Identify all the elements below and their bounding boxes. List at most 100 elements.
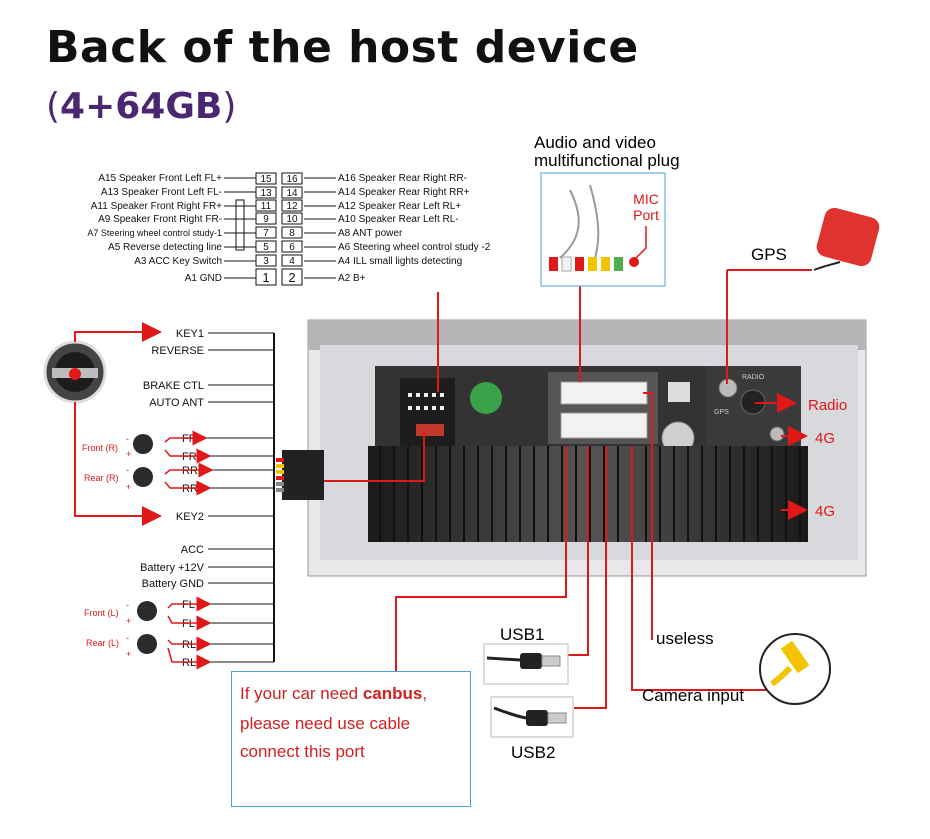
pin-number: 16 xyxy=(286,174,298,185)
pin-right-label: A6 Steering wheel control study -2 xyxy=(338,242,491,253)
connection-lines xyxy=(324,269,812,709)
camera-rca-icon xyxy=(759,633,831,705)
pin-number: 4 xyxy=(289,256,295,267)
pin-number: 13 xyxy=(260,188,272,199)
pin-number: 9 xyxy=(263,214,269,225)
harness-label: KEY2 xyxy=(176,511,204,523)
pin-left-label: A11 Speaker Front Right FR+ xyxy=(91,201,222,212)
camera-input-label: Camera input xyxy=(642,686,744,705)
pin-right-label: A16 Speaker Rear Right RR- xyxy=(338,173,467,184)
harness-label: FL + xyxy=(182,618,204,630)
speaker-icon xyxy=(137,634,157,654)
mic-port-label: MIC xyxy=(633,191,659,207)
mic-port-label: Port xyxy=(633,207,659,223)
canbus-line-3: connect this port xyxy=(240,742,365,761)
speaker-label: Front (R) xyxy=(82,443,118,453)
polarity-plus: + xyxy=(126,649,131,659)
speaker-icon xyxy=(133,467,153,487)
rca-plug-bundle-icon xyxy=(549,184,639,272)
polarity-plus: + xyxy=(126,449,131,459)
pin-number: 2 xyxy=(288,270,295,285)
radio-label: Radio xyxy=(808,397,847,414)
harness-label: RL - xyxy=(182,639,203,651)
harness-label: RR+ xyxy=(182,483,204,495)
canbus-text: , xyxy=(422,684,428,703)
polarity-minus: - xyxy=(126,434,129,444)
harness-label: ACC xyxy=(181,544,204,556)
harness-label: AUTO ANT xyxy=(149,397,204,409)
usb-cable-icon xyxy=(486,653,561,669)
pin-number: 11 xyxy=(261,201,272,212)
polarity-minus: - xyxy=(126,633,129,643)
harness-label: BRAKE CTL xyxy=(143,380,204,392)
harness-label: RR- xyxy=(182,465,202,477)
pin-right-label: A4 ILL small lights detecting xyxy=(338,256,462,267)
av-plug-label: multifunctional plug xyxy=(534,151,680,170)
pin-number: 15 xyxy=(260,174,272,185)
useless-label: useless xyxy=(656,629,714,648)
optical-port xyxy=(668,382,690,402)
storage-subtitle: (4+64GB) xyxy=(46,86,236,127)
usb-cable-icon xyxy=(493,706,567,726)
radio-panel-label: RADIO xyxy=(742,374,765,381)
steering-wheel-icon xyxy=(43,340,107,404)
pin-number: 10 xyxy=(286,214,298,225)
gps-panel-label: GPS xyxy=(714,409,729,416)
speaker-label: Rear (L) xyxy=(86,638,119,648)
pin-number: 6 xyxy=(289,242,295,253)
4g-label: 4G xyxy=(815,430,835,447)
iso-pin-table: A15 Speaker Front Left FL+ A13 Speaker F… xyxy=(87,172,491,286)
harness-label: FR- xyxy=(182,433,201,445)
pin-right-label: A12 Speaker Rear Left RL+ xyxy=(338,201,461,212)
canbus-line-2: please need use cable xyxy=(240,714,411,733)
polarity-minus: - xyxy=(126,600,129,610)
speaker-label: Front (L) xyxy=(84,608,119,618)
harness-label: FL - xyxy=(182,599,201,611)
usb2-label: USB2 xyxy=(511,743,555,762)
gps-antenna-icon xyxy=(813,207,880,271)
pin-right-label: A10 Speaker Rear Left RL- xyxy=(338,214,459,225)
pin-number: 14 xyxy=(286,188,298,199)
pin-right-label: A8 ANT power xyxy=(338,228,403,239)
page-title: Back of the host device xyxy=(46,22,639,73)
canbus-text: If your car need xyxy=(240,684,363,703)
pin-number: 12 xyxy=(286,201,298,212)
pin-left-label: A3 ACC Key Switch xyxy=(134,256,222,267)
harness-label: REVERSE xyxy=(151,345,204,357)
pin-left-label: A1 GND xyxy=(185,273,222,284)
pin-right-label: A14 Speaker Rear Right RR+ xyxy=(338,187,470,198)
av-plug-label: Audio and video xyxy=(534,133,656,152)
harness-label: RL + xyxy=(182,657,205,669)
pin-left-label: A15 Speaker Front Left FL+ xyxy=(98,173,222,184)
harness-label: Battery GND xyxy=(142,578,204,590)
av-plug-callout: Audio and video multifunctional plug MIC… xyxy=(534,133,680,287)
speaker-label: Rear (R) xyxy=(84,473,119,483)
harness-bundle xyxy=(273,333,324,662)
speaker-icon xyxy=(133,434,153,454)
pin-number: 3 xyxy=(263,256,269,267)
harness-label: Battery +12V xyxy=(140,562,205,574)
harness-label: FR+ xyxy=(182,451,203,463)
pin-number: 1 xyxy=(262,270,269,285)
speaker-icon xyxy=(137,601,157,621)
pin-number: 7 xyxy=(263,228,269,239)
speaker-group: Front (R) Rear (R) Front (L) Rear (L) - … xyxy=(82,430,214,670)
pin-right-label: A2 B+ xyxy=(338,273,366,284)
canbus-note: If your car need canbus, please need use… xyxy=(231,671,471,807)
subtitle-open-paren: ( xyxy=(46,86,61,127)
pin-left-label: A13 Speaker Front Left FL- xyxy=(101,187,222,198)
4g-antenna-port xyxy=(769,426,785,442)
pin-left-label: A7 Steering wheel control study-1 xyxy=(87,228,222,238)
usb1-label: USB1 xyxy=(500,625,544,644)
harness-label: KEY1 xyxy=(176,328,204,340)
polarity-plus: + xyxy=(126,616,131,626)
pin-left-label: A9 Speaker Front Right FR- xyxy=(98,214,222,225)
subtitle-close-paren: ) xyxy=(222,86,237,127)
sticker-icon xyxy=(470,382,502,414)
canbus-keyword: canbus xyxy=(362,684,423,703)
4g-label: 4G xyxy=(815,503,835,520)
pin-left-label: A5 Reverse detecting line xyxy=(108,242,222,253)
polarity-minus: - xyxy=(126,465,129,475)
pin-number: 8 xyxy=(289,228,295,239)
